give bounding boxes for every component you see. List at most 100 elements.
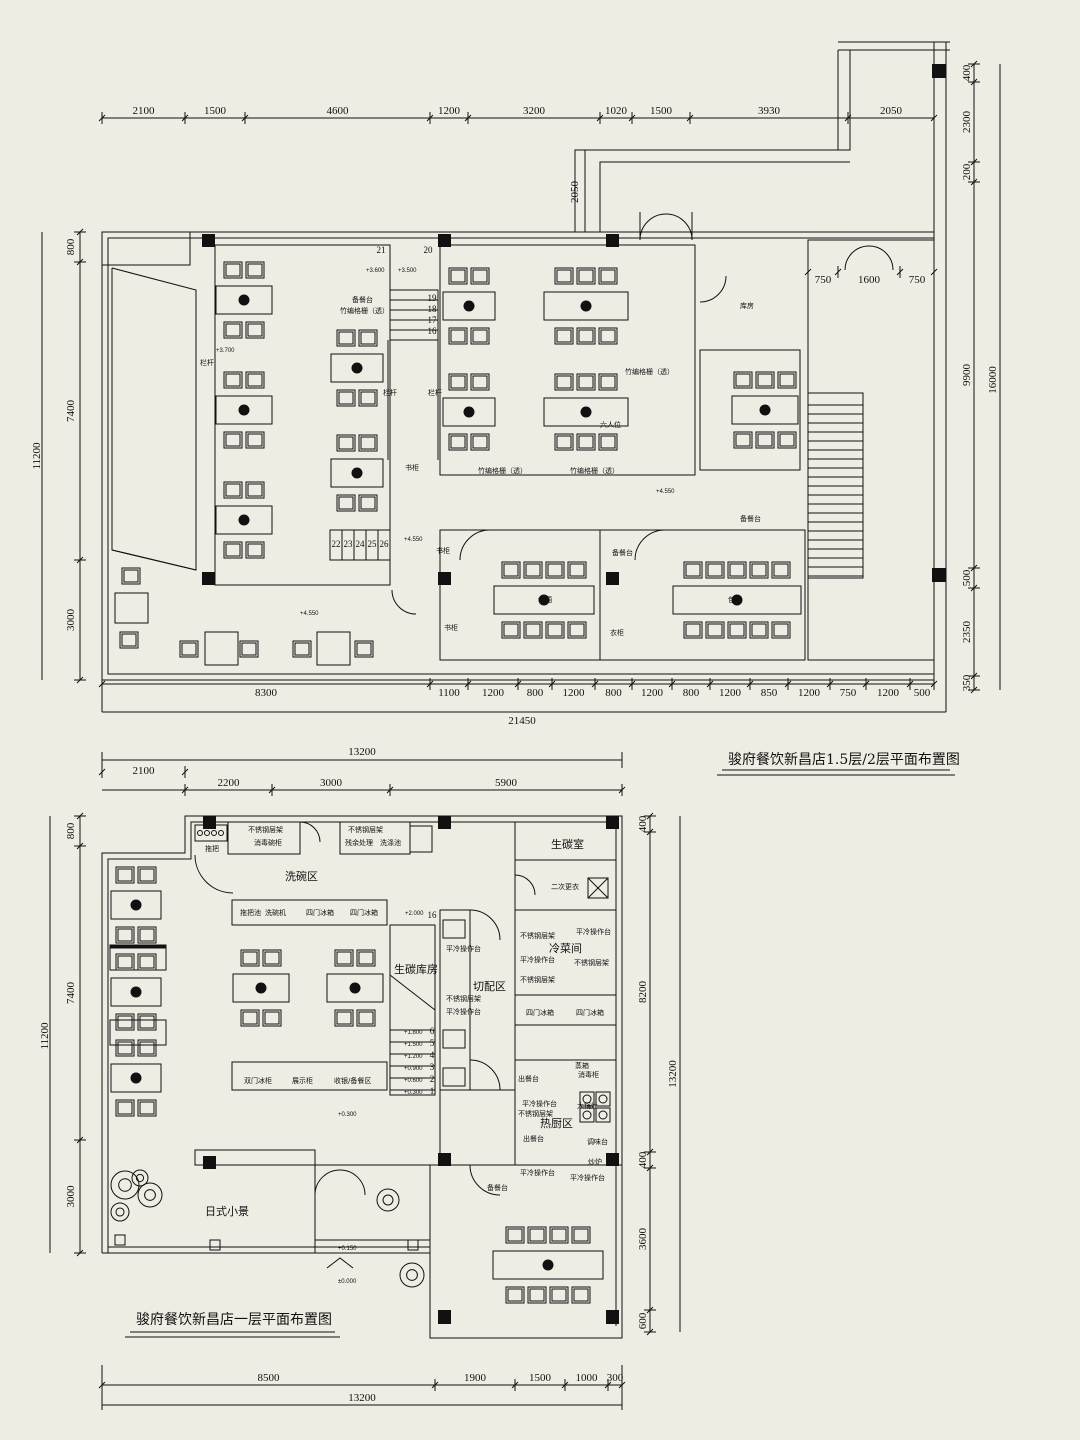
upper-table-e-chair: [755, 431, 775, 449]
upper-top-dim-label-3: 1200: [438, 105, 461, 117]
upper-table-pr2-center: [731, 594, 743, 606]
upper-table-pr2-chair-inner: [707, 623, 723, 637]
lower-table-left-0-chair-inner: [117, 928, 133, 942]
upper-left-dim-label-2: 3000: [65, 609, 77, 632]
lower-garden-shrub-core-0: [118, 1178, 132, 1192]
upper-table-left: [215, 505, 273, 535]
upper-bottom-dim-label-7: 800: [683, 687, 700, 699]
lower-garden-shrub-core-1: [144, 1189, 156, 1201]
upper-table-mid-chair-inner: [360, 391, 376, 405]
upper-table-c-chair-inner: [472, 435, 488, 449]
lower-equip-stove-ring: [582, 1110, 592, 1120]
upper-table-left-center: [238, 404, 250, 416]
upper-table-c-chair-inner: [450, 435, 466, 449]
upper-table-mid-chair: [358, 389, 378, 407]
lower-table-left-0-chair: [137, 926, 157, 944]
lower-stair-break: [389, 974, 436, 1011]
upper-stair-lower-0: 22: [332, 539, 341, 549]
upper-label-private-1: 包厢: [538, 595, 552, 604]
upper-bottom-dim-label-11: 750: [840, 687, 857, 699]
upper-label-bamboo-3: 竹编格栅（透）: [570, 466, 619, 475]
upper-table-pr2-chair-inner: [729, 623, 745, 637]
lower-equip-box: [587, 877, 609, 899]
lower-table-left-1-chair-inner: [117, 1015, 133, 1029]
upper-label-service-2: 备餐台: [352, 295, 373, 304]
lower-label-serving-1: 出餐台: [518, 1074, 539, 1083]
lower-table-mid-1: [326, 973, 384, 1003]
upper-label-railing-3: 栏杆: [428, 388, 442, 397]
lower-table-bottom-chair-inner: [507, 1288, 523, 1302]
lower-label-bench-1: 平冷操作台: [446, 944, 481, 953]
lower-label-tableware: 消毒柜: [578, 1070, 599, 1079]
upper-table-c-chair: [448, 327, 468, 345]
upper-table-pr1-chair-inner: [569, 563, 585, 577]
upper-table-left-chair: [245, 261, 265, 279]
lower-table-left-2-chair: [115, 1039, 135, 1057]
lower-table-bottom-center: [542, 1259, 554, 1271]
upper-label-railing-1: 栏杆: [200, 358, 214, 367]
lower-top-dim-a-label-0: 2100: [133, 765, 156, 777]
lower-bottom-dim-label-3: 1000: [576, 1372, 599, 1384]
lower-top-dim-b-label-0: 2200: [218, 777, 241, 789]
upper-bottom-dim-label-12: 1200: [877, 687, 900, 699]
upper-bottom-dim-label-5: 800: [605, 687, 622, 699]
upper-table-pr1-chair: [501, 621, 521, 639]
lower-left-dim-label-2: 3000: [65, 1185, 77, 1208]
upper-room-storage: 库房: [740, 301, 754, 310]
lower-equip-stove-ring: [598, 1110, 608, 1120]
upper-lounge-chair-4-inner: [294, 642, 310, 656]
lower-stair-number-4: 3: [430, 1062, 435, 1072]
upper-table-c-chair-inner: [472, 375, 488, 389]
lower-label-service: 备餐台: [487, 1183, 508, 1192]
lower-equip-stove-ring: [582, 1094, 592, 1104]
upper-bottom-dim-label-10: 1200: [798, 687, 821, 699]
upper-lounge-chair-3: [239, 640, 259, 658]
upper-label-bookshelf-2: 书柜: [436, 546, 450, 555]
lower-room-raw-storage: 生碳库房: [394, 962, 438, 976]
upper-table-mid-chair: [358, 434, 378, 452]
upper-table-mid-chair-inner: [360, 436, 376, 450]
upper-label-bamboo-4: 竹编格栅（透）: [340, 306, 389, 315]
upper-table-c-chair-inner: [450, 269, 466, 283]
upper-table-mid-center: [351, 467, 363, 479]
lower-level-8: +0.300: [338, 1112, 357, 1118]
lower-entry-arrow: [326, 1257, 354, 1269]
upper-table-e-chair: [777, 431, 797, 449]
upper-table-d-center: [580, 406, 592, 418]
upper-table-mid-chair-inner: [360, 496, 376, 510]
lower-table-left-0-chair-inner: [117, 868, 133, 882]
upper-lounge-table: [204, 631, 239, 666]
upper-table-d: [543, 291, 629, 321]
upper-table-pr2-chair: [771, 561, 791, 579]
lower-table-bottom-chair: [527, 1286, 547, 1304]
lower-label-range: 炒炉: [588, 1157, 602, 1166]
upper-table-d-center: [580, 300, 592, 312]
upper-table-left-chair-inner: [225, 263, 241, 277]
lower-table-mid-1-chair-inner: [336, 1011, 352, 1025]
upper-table-left-chair: [223, 371, 243, 389]
lower-label-fridge-3: 四门冰箱: [526, 1008, 554, 1017]
upper-table-d-chair: [598, 327, 618, 345]
upper-table-e-chair: [777, 371, 797, 389]
upper-label-service-1: 备餐台: [740, 514, 761, 523]
lower-garden-shrub-3: [131, 1169, 149, 1187]
lower-garden-shrub-1: [137, 1182, 163, 1208]
upper-table-c-chair: [470, 433, 490, 451]
lower-table-mid-0-center: [255, 982, 267, 994]
upper-stair-lower-2: 24: [356, 539, 366, 549]
lower-right-dim-label-4: 600: [637, 1312, 649, 1329]
upper-lounge-chair-4: [292, 640, 312, 658]
upper-table-pr1-chair-inner: [503, 623, 519, 637]
upper-table-pr2-chair-inner: [773, 563, 789, 577]
lower-table-bottom-chair: [527, 1226, 547, 1244]
upper-stair-lower-1: 23: [344, 539, 354, 549]
lower-label-shelf-d: 不锈钢层架: [520, 975, 555, 984]
upper-table-d-chair-inner: [600, 329, 616, 343]
upper-top-dim-label-6: 1500: [650, 105, 673, 117]
upper-stair-lower-3: 25: [368, 539, 378, 549]
lower-table-left-0-chair-inner: [139, 928, 155, 942]
lower-stair-number-2: 5: [430, 1038, 435, 1048]
lower-table-bottom-chair-inner: [507, 1228, 523, 1242]
upper-level-4: +4.550: [656, 489, 675, 495]
upper-table-d-chair-inner: [578, 435, 594, 449]
